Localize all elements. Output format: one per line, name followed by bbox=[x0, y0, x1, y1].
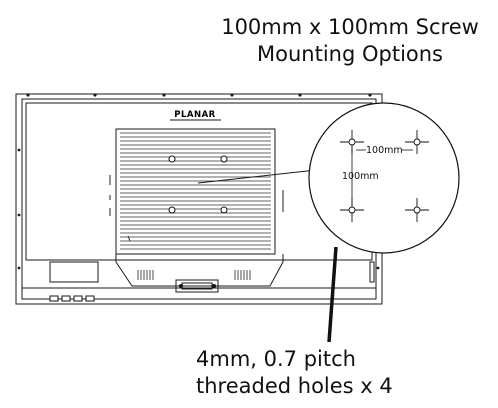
callout-magnifier bbox=[308, 102, 460, 254]
thread-spec-caption: 4mm, 0.7 pitch threaded holes x 4 bbox=[196, 346, 396, 400]
caption-top-line1: 100mm x 100mm Screw bbox=[221, 15, 479, 39]
callout-dimension-lines bbox=[351, 146, 413, 206]
horizontal-spacing-label: 100mm bbox=[366, 145, 403, 156]
caption-bottom-line2: threaded holes x 4 bbox=[196, 374, 393, 398]
callout-mount-points bbox=[340, 130, 429, 222]
rear-label-plate bbox=[49, 261, 99, 283]
vesa-hole-top-left bbox=[168, 155, 176, 163]
stand-bolt-left bbox=[179, 284, 183, 288]
mounting-options-caption: 100mm x 100mm Screw Mounting Options bbox=[205, 14, 495, 68]
stand-bolt-right bbox=[212, 284, 216, 288]
port-markings bbox=[109, 175, 284, 242]
callout-connector-line bbox=[197, 169, 317, 184]
bottom-buttons bbox=[49, 295, 95, 302]
vesa-hole-bottom-left bbox=[168, 206, 176, 214]
holes-leader-line bbox=[327, 246, 338, 343]
vesa-hole-bottom-right bbox=[220, 206, 228, 214]
stand-vents bbox=[137, 270, 251, 280]
vertical-spacing-label: 100mm bbox=[342, 171, 379, 182]
caption-bottom-line1: 4mm, 0.7 pitch bbox=[196, 347, 356, 371]
stand-housing bbox=[115, 254, 284, 287]
vesa-screw-holes bbox=[168, 155, 228, 214]
side-jack bbox=[369, 261, 375, 283]
frame-screw-dots bbox=[17, 93, 380, 270]
housing-vent-grille bbox=[120, 132, 271, 250]
brand-label: PLANAR bbox=[174, 110, 215, 120]
stand-handle bbox=[175, 279, 219, 293]
vesa-housing bbox=[115, 128, 276, 255]
caption-top-line2: Mounting Options bbox=[257, 42, 443, 66]
vesa-hole-top-right bbox=[220, 155, 228, 163]
